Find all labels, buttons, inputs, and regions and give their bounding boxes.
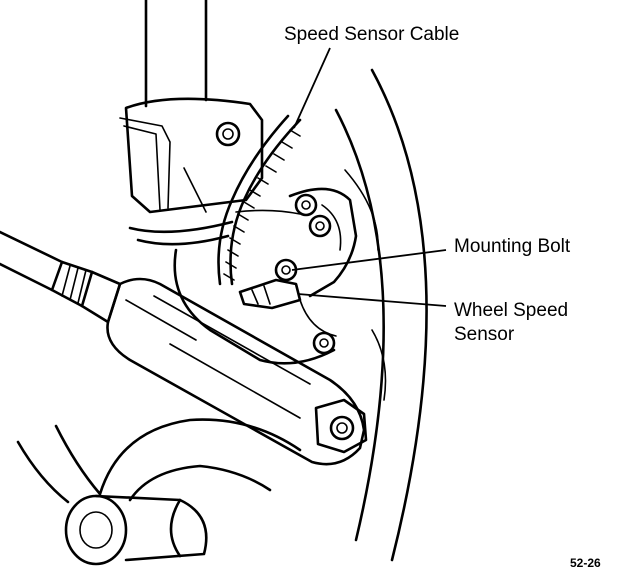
wheel-speed-sensor-label-line2: Sensor bbox=[454, 324, 515, 345]
steering-knuckle bbox=[173, 187, 358, 365]
strut-assembly bbox=[119, 0, 264, 246]
brake-rotor bbox=[334, 68, 428, 562]
figure-number: 52-26 bbox=[570, 556, 601, 570]
mounting-bolt-leader bbox=[291, 249, 447, 271]
speed-sensor-cable bbox=[217, 114, 302, 286]
lower-control-arm bbox=[106, 277, 368, 466]
wheel-speed-sensor bbox=[238, 278, 302, 310]
lower-bushing-mount bbox=[16, 418, 302, 566]
mounting-bolt-label: Mounting Bolt bbox=[454, 236, 571, 257]
wheel-speed-sensor-label-line1: Wheel Speed bbox=[454, 300, 568, 321]
wheel-speed-sensor-leader bbox=[297, 293, 447, 307]
speed-sensor-cable-label: Speed Sensor Cable bbox=[284, 24, 459, 45]
speed-sensor-cable-leader bbox=[293, 47, 331, 129]
drive-axle-shaft bbox=[0, 230, 122, 324]
